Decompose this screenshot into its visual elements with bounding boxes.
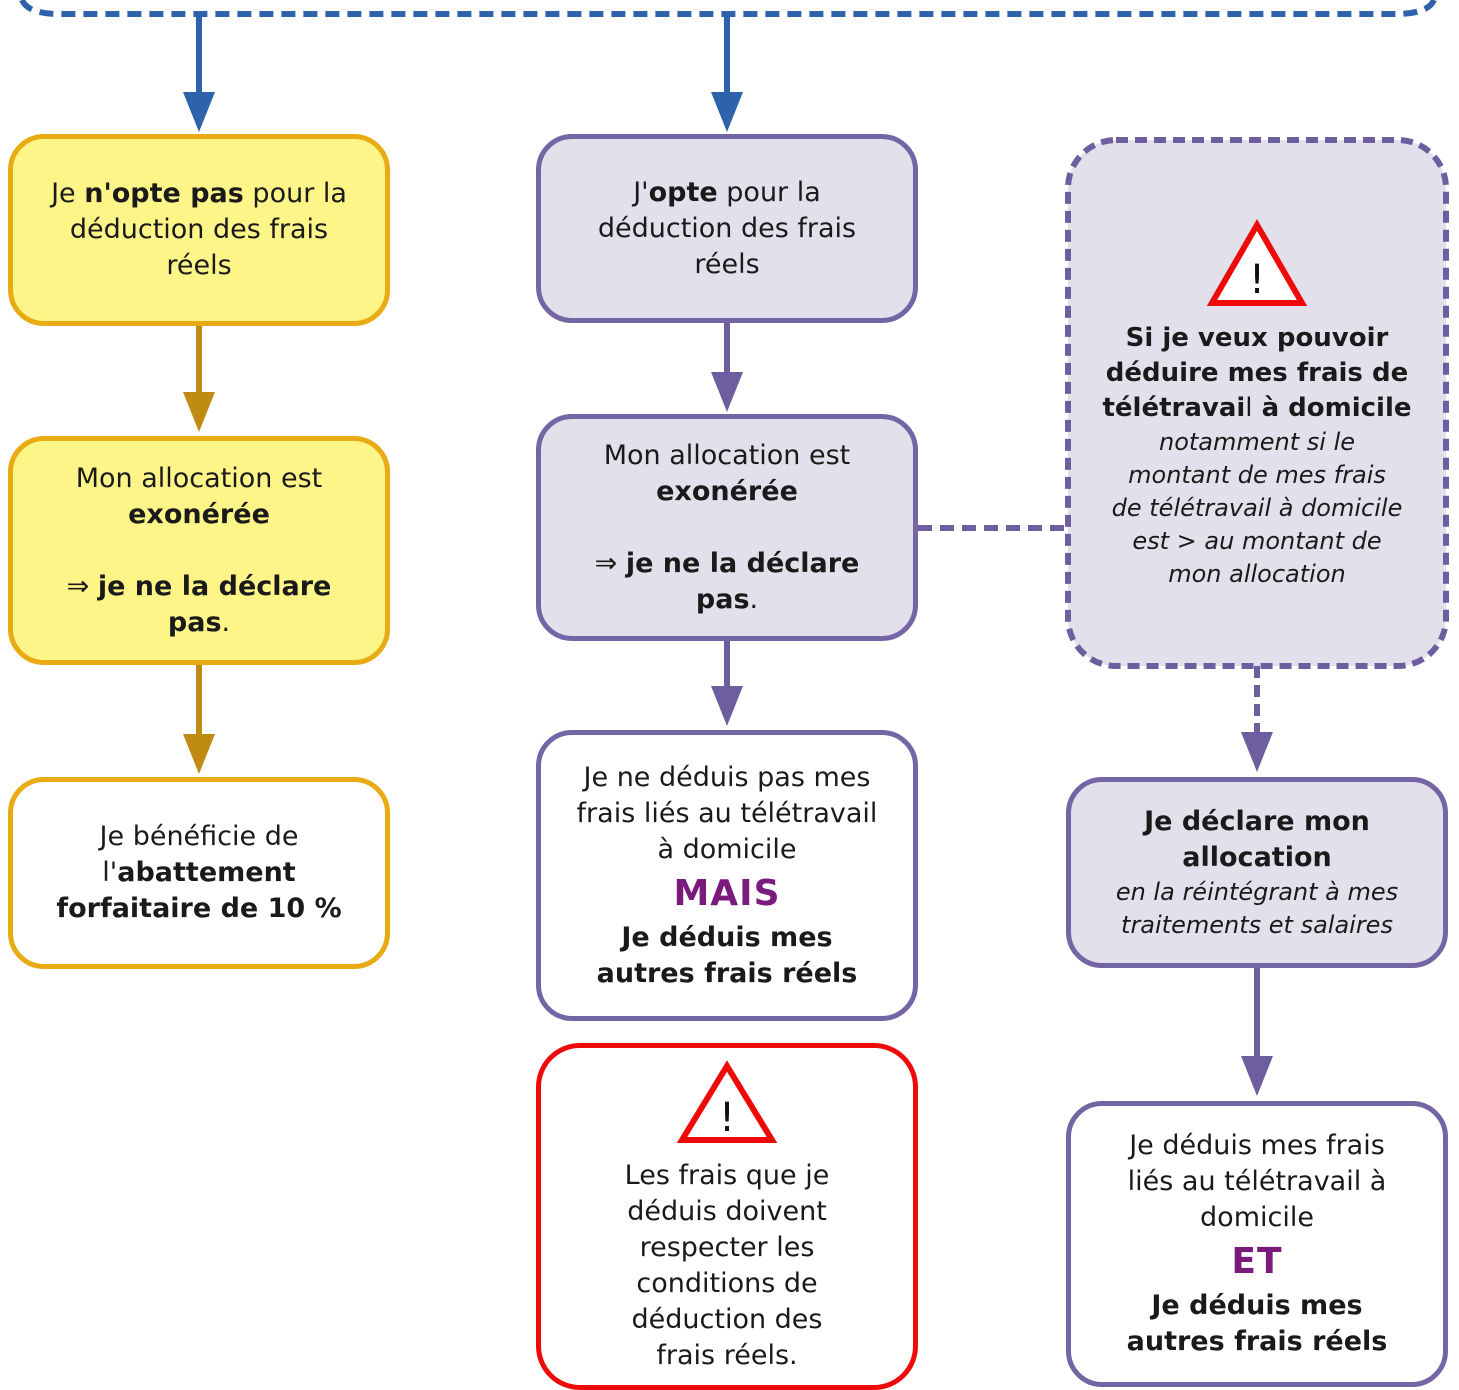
right-warning-border: [1065, 137, 1449, 669]
right-box-deduct: Je déduis mes frais liés au télétravail …: [1066, 1101, 1448, 1387]
right-box-declare: Je déclare mon allocation en la réintégr…: [1066, 777, 1448, 968]
top-container-edge: [19, 0, 1437, 17]
warning-icon: !: [676, 1059, 778, 1156]
arrow-mid-2-head: [711, 686, 743, 726]
svg-text:!: !: [719, 1095, 735, 1141]
left-box-exempt: Mon allocation est exonérée ⇒ je ne la d…: [8, 436, 390, 665]
mid-box-option: J'opte pour la déduction des frais réels: [536, 134, 918, 323]
left-box-no-option: Je n'opte pas pour la déduction des frai…: [8, 134, 390, 326]
arrow-left-top-head: [183, 92, 215, 132]
mid-box-no-telework: Je ne déduis pas mes frais liés au télét…: [536, 730, 918, 1021]
left-box-abatement: Je bénéficie de l'abattement forfaitaire…: [8, 777, 390, 969]
arrow-mid-1-head: [711, 372, 743, 412]
arrow-mid-top-head: [711, 92, 743, 132]
arrow-left-2-head: [183, 734, 215, 774]
right-warning-content: ! Si je veux pouvoir déduire mes frais d…: [1074, 150, 1440, 660]
arrow-right-1-head: [1241, 732, 1273, 772]
arrow-left-1-head: [183, 392, 215, 432]
arrow-right-2-head: [1241, 1056, 1273, 1096]
svg-text:!: !: [1249, 257, 1265, 303]
warning-icon: !: [1206, 218, 1308, 319]
mid-box-exempt: Mon allocation est exonérée ⇒ je ne la d…: [536, 414, 918, 641]
mid-warning-box: ! Les frais que je déduis doivent respec…: [536, 1043, 918, 1390]
